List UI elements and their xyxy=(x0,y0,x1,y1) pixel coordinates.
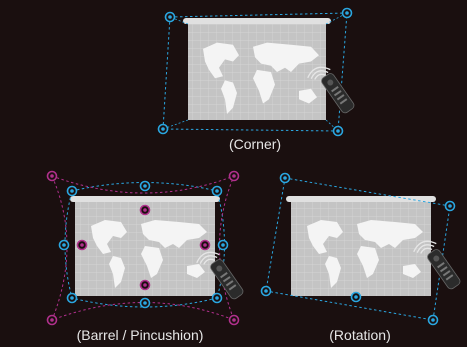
control-point-icon[interactable] xyxy=(58,239,70,251)
control-point-icon[interactable] xyxy=(76,239,88,251)
control-point-icon[interactable] xyxy=(427,314,439,326)
control-point-icon[interactable] xyxy=(260,285,272,297)
control-point-icon[interactable] xyxy=(164,11,176,23)
control-point-icon[interactable] xyxy=(139,279,151,291)
screen-roller-icon xyxy=(286,196,436,202)
control-point-icon[interactable] xyxy=(350,291,362,303)
control-point-icon[interactable] xyxy=(139,297,151,309)
control-point-icon[interactable] xyxy=(139,180,151,192)
control-point-icon[interactable] xyxy=(341,7,353,19)
rotation-panel xyxy=(260,172,463,326)
control-point-icon[interactable] xyxy=(444,200,456,212)
control-point-icon[interactable] xyxy=(332,125,344,137)
control-point-icon[interactable] xyxy=(279,172,291,184)
rotation-caption: (Rotation) xyxy=(329,327,391,343)
control-point-icon[interactable] xyxy=(228,314,240,326)
control-point-icon[interactable] xyxy=(139,204,151,216)
screen-roller-icon xyxy=(183,18,331,24)
control-point-icon[interactable] xyxy=(211,292,223,304)
control-point-icon[interactable] xyxy=(199,239,211,251)
control-point-icon[interactable] xyxy=(46,314,58,326)
control-point-icon[interactable] xyxy=(211,185,223,197)
control-point-icon[interactable] xyxy=(66,185,78,197)
control-point-icon[interactable] xyxy=(157,123,169,135)
remote-control-icon xyxy=(425,247,463,291)
control-point-icon[interactable] xyxy=(66,292,78,304)
control-point-icon[interactable] xyxy=(228,170,240,182)
control-point-icon[interactable] xyxy=(46,170,58,182)
barrel-caption: (Barrel / Pincushion) xyxy=(76,327,204,343)
corner-panel xyxy=(157,7,357,137)
control-point-icon[interactable] xyxy=(217,239,229,251)
corner-caption: (Corner) xyxy=(228,136,282,152)
screen-roller-icon xyxy=(70,196,220,202)
barrel-panel xyxy=(46,170,246,326)
